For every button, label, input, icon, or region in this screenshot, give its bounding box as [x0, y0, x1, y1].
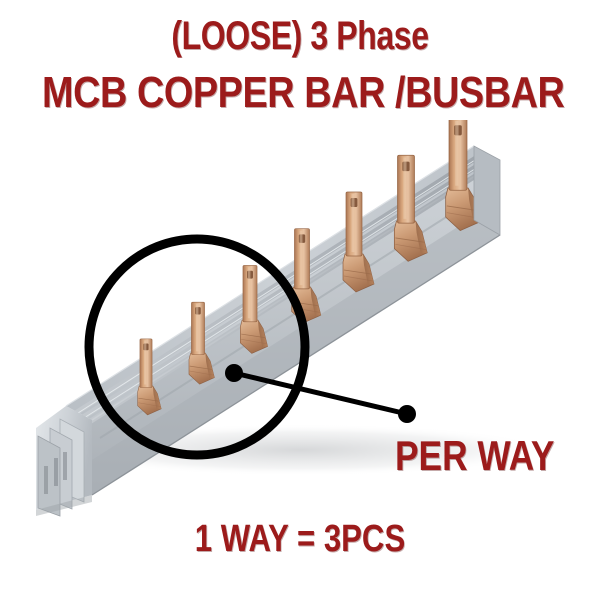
page-title-line-2: MCB COPPER BAR /BUSBAR: [42, 68, 565, 117]
phase-channels: [74, 151, 499, 424]
busbar-end-cross-section: [36, 406, 92, 517]
busbar-right-end: [473, 145, 501, 236]
phase-fin-3: [37, 435, 61, 517]
page-title-line-1: (LOOSE) 3 Phase: [171, 14, 429, 58]
caption-one-way-equals-three-pcs: 1 WAY = 3PCS: [194, 518, 406, 560]
callout-label-per-way: PER WAY: [395, 432, 555, 479]
